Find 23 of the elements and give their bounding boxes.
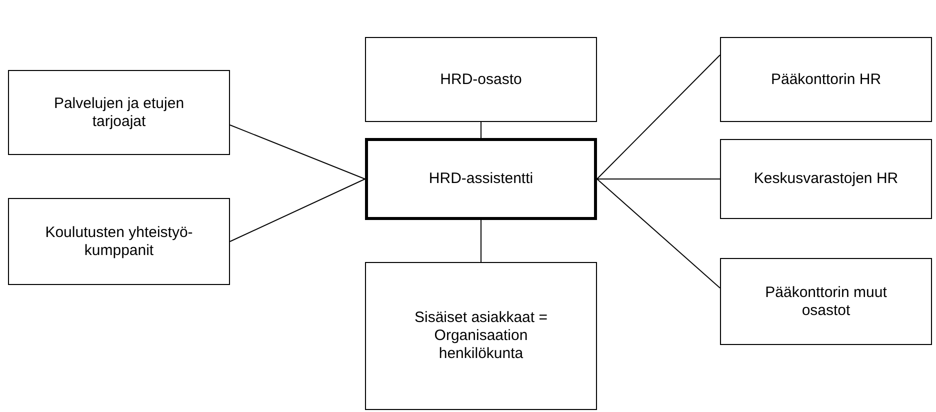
connector-line (596, 178, 720, 288)
stakeholder-box (8, 198, 230, 285)
stakeholder-box (365, 262, 597, 410)
connector-line (596, 54, 720, 180)
connector-line (230, 124, 366, 180)
connector-line (480, 220, 482, 262)
box-label: HRD-osasto (440, 70, 522, 88)
central-role-box (365, 138, 597, 220)
connector-line (480, 122, 482, 138)
stakeholder-box (365, 37, 597, 122)
stakeholder-box (720, 139, 932, 219)
box-label: Palvelujen ja etujen tarjoajat (52, 94, 186, 130)
stakeholder-box (720, 258, 932, 345)
connector-line (596, 178, 720, 180)
box-label: Koulutusten yhteistyö-kumppanit (44, 224, 194, 260)
box-label: Sisäiset asiakkaat = Organisaation henkilökunta (414, 309, 548, 363)
stakeholder-box (720, 37, 932, 122)
box-label: HRD-assistentti (428, 170, 534, 188)
box-label: Keskusvarastojen HR (754, 170, 898, 188)
stakeholder-box (8, 70, 230, 155)
box-label: Pääkonttorin muut osastot (764, 284, 888, 320)
connector-line (230, 178, 366, 242)
box-label: Pääkonttorin HR (770, 70, 882, 88)
